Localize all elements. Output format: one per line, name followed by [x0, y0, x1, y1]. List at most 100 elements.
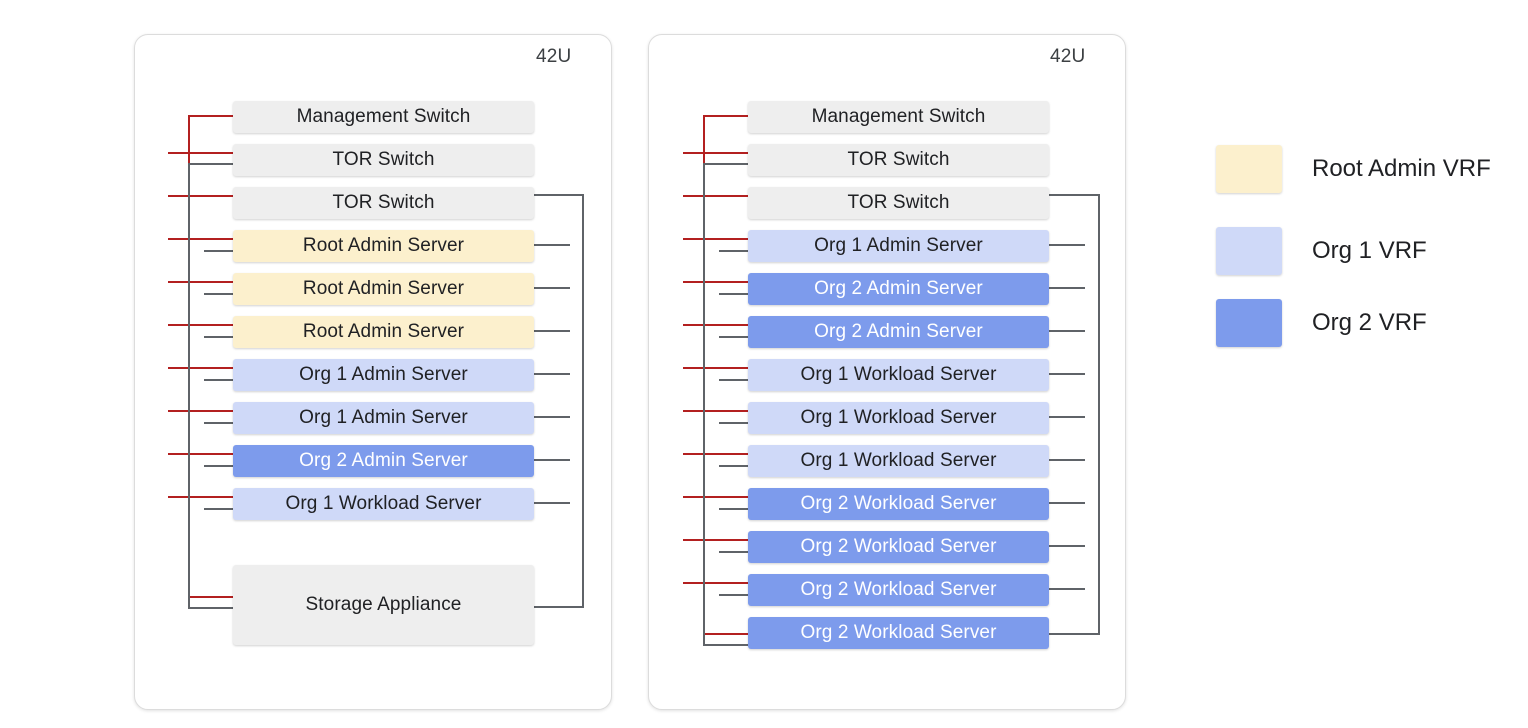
right-uplink-bracket-bottom	[1049, 633, 1100, 635]
right-data-stub	[719, 250, 749, 252]
left-uplink-stub	[534, 330, 570, 332]
left-data-bus-bottom	[188, 607, 234, 609]
right-data-stub	[719, 508, 749, 510]
rack-unit-org2-workload-server[interactable]: Org 2 Workload Server	[748, 488, 1049, 520]
left-data-bus-top	[188, 163, 234, 165]
rack-unit-org1-workload-server[interactable]: Org 1 Workload Server	[233, 488, 534, 520]
rack-unit-root-admin-server[interactable]: Root Admin Server	[233, 316, 534, 348]
left-data-stub	[204, 465, 234, 467]
rack-unit-org2-admin-server[interactable]: Org 2 Admin Server	[748, 273, 1049, 305]
legend-label-root-admin-vrf: Root Admin VRF	[1312, 155, 1491, 182]
right-management-stub	[683, 539, 749, 541]
right-management-stub	[683, 496, 749, 498]
rack-unit-org1-admin-server[interactable]: Org 1 Admin Server	[233, 402, 534, 434]
rack-unit-org1-workload-server[interactable]: Org 1 Workload Server	[748, 445, 1049, 477]
rack-unit-root-admin-server[interactable]: Root Admin Server	[233, 230, 534, 262]
rack-unit-org2-admin-server[interactable]: Org 2 Admin Server	[748, 316, 1049, 348]
right-management-stub	[683, 582, 749, 584]
right-uplink-bracket-top	[1049, 194, 1100, 196]
rack-unit-org2-admin-server[interactable]: Org 2 Admin Server	[233, 445, 534, 477]
right-data-stub	[719, 379, 749, 381]
left-uplink-bracket	[582, 194, 584, 606]
right-management-bus-bottom	[703, 633, 749, 635]
left-data-stub	[204, 293, 234, 295]
right-uplink-stub	[1049, 545, 1085, 547]
left-management-stub	[168, 410, 234, 412]
right-management-stub	[683, 367, 749, 369]
left-management-stub	[168, 238, 234, 240]
rack-unit-management-switch[interactable]: Management Switch	[748, 101, 1049, 133]
right-data-stub	[719, 336, 749, 338]
right-uplink-stub	[1049, 416, 1085, 418]
rack-unit-tor-switch[interactable]: TOR Switch	[748, 187, 1049, 219]
rack-left-capacity-label: 42U	[536, 46, 572, 67]
right-uplink-stub	[1049, 373, 1085, 375]
legend-swatch-org2-vrf	[1216, 299, 1282, 347]
left-management-bus-bottom	[188, 596, 234, 598]
legend-label-org2-vrf: Org 2 VRF	[1312, 309, 1427, 336]
rack-unit-org2-workload-server[interactable]: Org 2 Workload Server	[748, 531, 1049, 563]
right-management-stub	[683, 238, 749, 240]
left-management-stub	[168, 152, 234, 154]
right-uplink-bracket	[1098, 194, 1100, 633]
rack-unit-org1-workload-server[interactable]: Org 1 Workload Server	[748, 359, 1049, 391]
rack-unit-tor-switch[interactable]: TOR Switch	[233, 144, 534, 176]
right-data-bus	[703, 163, 705, 644]
left-data-stub	[204, 508, 234, 510]
left-data-bus	[188, 163, 190, 607]
left-management-bus-top	[188, 115, 234, 117]
legend-item-root-admin-vrf: Root Admin VRF	[1216, 145, 1491, 193]
right-management-stub	[683, 453, 749, 455]
rack-unit-org1-admin-server[interactable]: Org 1 Admin Server	[748, 230, 1049, 262]
right-uplink-stub	[1049, 588, 1085, 590]
left-management-stub	[168, 496, 234, 498]
rack-right-capacity-label: 42U	[1050, 46, 1086, 67]
rack-unit-storage-appliance[interactable]: Storage Appliance	[233, 565, 534, 645]
right-uplink-stub	[1049, 330, 1085, 332]
right-management-stub	[683, 152, 749, 154]
right-data-stub	[719, 293, 749, 295]
rack-unit-management-switch[interactable]: Management Switch	[233, 101, 534, 133]
legend-swatch-root-admin-vrf	[1216, 145, 1282, 193]
legend-label-org1-vrf: Org 1 VRF	[1312, 237, 1427, 264]
left-uplink-bracket-top	[534, 194, 584, 196]
legend-item-org2-vrf: Org 2 VRF	[1216, 299, 1427, 347]
right-uplink-stub	[1049, 502, 1085, 504]
rack-unit-org1-admin-server[interactable]: Org 1 Admin Server	[233, 359, 534, 391]
right-data-stub	[719, 594, 749, 596]
rack-unit-org2-workload-server[interactable]: Org 2 Workload Server	[748, 617, 1049, 649]
left-management-stub	[168, 324, 234, 326]
right-data-bus-bottom	[703, 644, 749, 646]
right-data-stub	[719, 551, 749, 553]
right-uplink-stub	[1049, 459, 1085, 461]
rack-unit-tor-switch[interactable]: TOR Switch	[748, 144, 1049, 176]
right-data-stub	[719, 465, 749, 467]
right-uplink-stub	[1049, 244, 1085, 246]
left-management-stub	[168, 195, 234, 197]
left-uplink-stub	[534, 244, 570, 246]
rack-unit-root-admin-server[interactable]: Root Admin Server	[233, 273, 534, 305]
rack-unit-org2-workload-server[interactable]: Org 2 Workload Server	[748, 574, 1049, 606]
right-management-bus-top	[703, 115, 749, 117]
left-management-stub	[168, 453, 234, 455]
right-management-stub	[683, 195, 749, 197]
left-uplink-stub	[534, 459, 570, 461]
left-data-stub	[204, 379, 234, 381]
left-uplink-bracket-bottom	[534, 606, 584, 608]
left-management-stub	[168, 367, 234, 369]
right-uplink-stub	[1049, 287, 1085, 289]
left-data-stub	[204, 250, 234, 252]
left-data-stub	[204, 422, 234, 424]
legend-item-org1-vrf: Org 1 VRF	[1216, 227, 1427, 275]
left-uplink-stub	[534, 287, 570, 289]
rack-unit-tor-switch[interactable]: TOR Switch	[233, 187, 534, 219]
left-management-stub	[168, 281, 234, 283]
left-uplink-stub	[534, 502, 570, 504]
right-management-stub	[683, 410, 749, 412]
right-management-stub	[683, 281, 749, 283]
right-data-bus-top	[703, 163, 749, 165]
left-uplink-stub	[534, 373, 570, 375]
rack-unit-org1-workload-server[interactable]: Org 1 Workload Server	[748, 402, 1049, 434]
right-data-stub	[719, 422, 749, 424]
